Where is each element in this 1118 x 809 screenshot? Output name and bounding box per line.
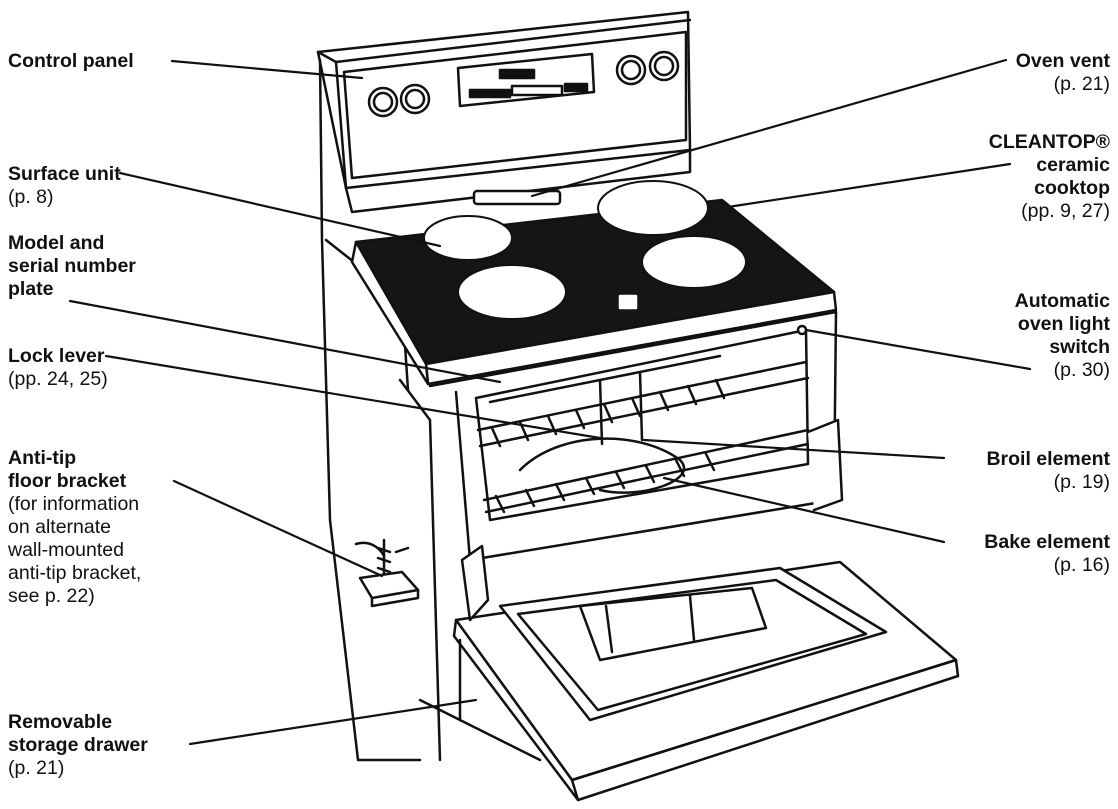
anti-tip-note-5: see p. 22) [8, 585, 141, 608]
lock-lever-page: (pp. 24, 25) [8, 368, 108, 391]
bake-page: (p. 16) [984, 554, 1110, 577]
label-cooktop: CLEANTOP® ceramic cooktop (pp. 9, 27) [989, 131, 1110, 223]
lock-lever-title: Lock lever [8, 345, 108, 368]
leader-bake [664, 478, 944, 542]
broil-title: Broil element [986, 448, 1110, 471]
cooktop-line-1: CLEANTOP® [989, 131, 1110, 154]
label-lock-lever: Lock lever (pp. 24, 25) [8, 345, 108, 391]
oven-vent-title: Oven vent [1016, 50, 1110, 73]
label-storage-drawer: Removable storage drawer (p. 21) [8, 711, 148, 780]
label-oven-vent: Oven vent (p. 21) [1016, 50, 1110, 96]
oven-light-line-1: Automatic [1015, 290, 1110, 313]
oven-door-drawing [454, 546, 958, 800]
label-broil: Broil element (p. 19) [986, 448, 1110, 494]
anti-tip-note-3: wall-mounted [8, 539, 141, 562]
oven-vent-page: (p. 21) [1016, 73, 1110, 96]
oven-light-page: (p. 30) [1015, 359, 1110, 382]
oven-vent-drawing [474, 191, 560, 204]
control-panel-title: Control panel [8, 50, 134, 73]
label-surface-unit: Surface unit (p. 8) [8, 163, 121, 209]
surface-unit-title: Surface unit [8, 163, 121, 186]
leader-oven-light [806, 330, 1030, 369]
anti-tip-bracket-drawing [356, 540, 418, 606]
label-bake: Bake element (p. 16) [984, 531, 1110, 577]
leader-anti-tip [174, 481, 382, 576]
label-oven-light: Automatic oven light switch (p. 30) [1015, 290, 1110, 382]
broil-page: (p. 19) [986, 471, 1110, 494]
model-plate-line-1: Model and [8, 232, 136, 255]
storage-drawer-line-1: Removable [8, 711, 148, 734]
anti-tip-line-1: Anti-tip [8, 447, 141, 470]
oven-light-line-2: oven light [1015, 313, 1110, 336]
anti-tip-note-1: (for information [8, 493, 141, 516]
label-control-panel: Control panel [8, 50, 134, 73]
anti-tip-note-4: anti-tip bracket, [8, 562, 141, 585]
label-anti-tip: Anti-tip floor bracket (for information … [8, 447, 141, 608]
cooktop-line-3: cooktop [989, 177, 1110, 200]
storage-drawer-page: (p. 21) [8, 757, 148, 780]
oven-light-line-3: switch [1015, 336, 1110, 359]
model-plate-line-2: serial number [8, 255, 136, 278]
cooktop-line-2: ceramic [989, 154, 1110, 177]
bake-title: Bake element [984, 531, 1110, 554]
model-plate-line-3: plate [8, 278, 136, 301]
label-model-plate: Model and serial number plate [8, 232, 136, 301]
leader-cooktop [728, 164, 1010, 207]
cooktop-page: (pp. 9, 27) [989, 200, 1110, 223]
anti-tip-note-2: on alternate [8, 516, 141, 539]
surface-unit-page: (p. 8) [8, 186, 121, 209]
anti-tip-line-2: floor bracket [8, 470, 141, 493]
storage-drawer-line-2: storage drawer [8, 734, 148, 757]
leader-storage-drawer [190, 700, 476, 744]
